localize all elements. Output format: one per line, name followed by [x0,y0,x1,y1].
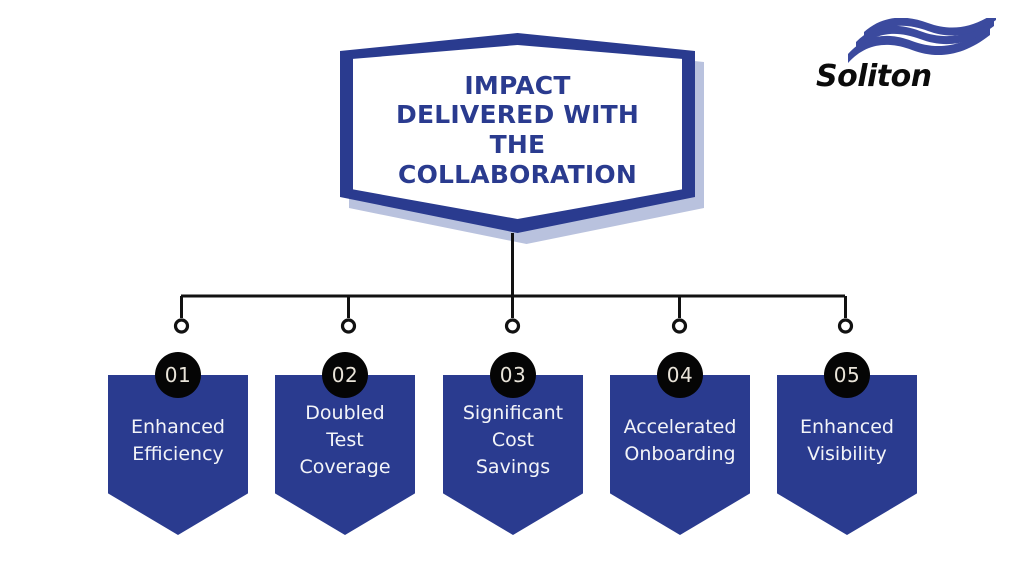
impact-banner-label-03: Significant Cost Savings [443,375,583,494]
impact-badge-02: 02 [322,352,368,398]
impact-label-line: Doubled [305,402,385,425]
impact-banner-02[interactable]: Doubled Test Coverage 02 [275,352,415,535]
impact-label-line: Efficiency [132,442,224,465]
impact-label-line: Enhanced [800,415,894,438]
page-title-line-4: COLLABORATION [398,159,637,189]
page-title: IMPACT DELIVERED WITH THE COLLABORATION [390,71,645,190]
header-banner: IMPACT DELIVERED WITH THE COLLABORATION [340,33,695,233]
impact-badge-01: 01 [155,352,201,398]
impact-label-line: Enhanced [131,415,225,438]
impact-label-line: Cost [491,429,535,452]
impact-banner-03[interactable]: Significant Cost Savings 03 [443,352,583,535]
soliton-wave-icon [848,18,996,63]
page-title-line-2: DELIVERED WITH [396,100,639,130]
impact-label-line: Test [326,429,364,452]
header-banner-inner: IMPACT DELIVERED WITH THE COLLABORATION [353,45,682,219]
impact-banner-label-02: Doubled Test Coverage [275,375,415,494]
impact-banner-label-05: Enhanced Visibility [777,375,917,494]
impact-label-line: Significant [462,402,564,425]
impact-badge-05: 05 [824,352,870,398]
page-title-line-1: IMPACT [464,70,571,100]
impact-label-line: Accelerated [623,415,737,438]
page-title-line-3: THE [489,130,546,159]
impact-label-line: Onboarding [624,442,736,465]
impact-banner-01[interactable]: Enhanced Efficiency 01 [108,352,248,535]
impact-banner-label-04: Accelerated Onboarding [610,375,750,494]
impact-badge-03: 03 [490,352,536,398]
soliton-logo: Soliton [816,18,996,104]
impact-banner-05[interactable]: Enhanced Visibility 05 [777,352,917,535]
impact-banner-04[interactable]: Accelerated Onboarding 04 [610,352,750,535]
impact-banner-label-01: Enhanced Efficiency [108,375,248,494]
soliton-logo-text: Soliton [816,59,932,94]
impact-label-line: Visibility [807,442,887,465]
impact-label-line: Coverage [299,455,391,478]
impact-badge-04: 04 [657,352,703,398]
impact-label-line: Savings [475,455,551,478]
